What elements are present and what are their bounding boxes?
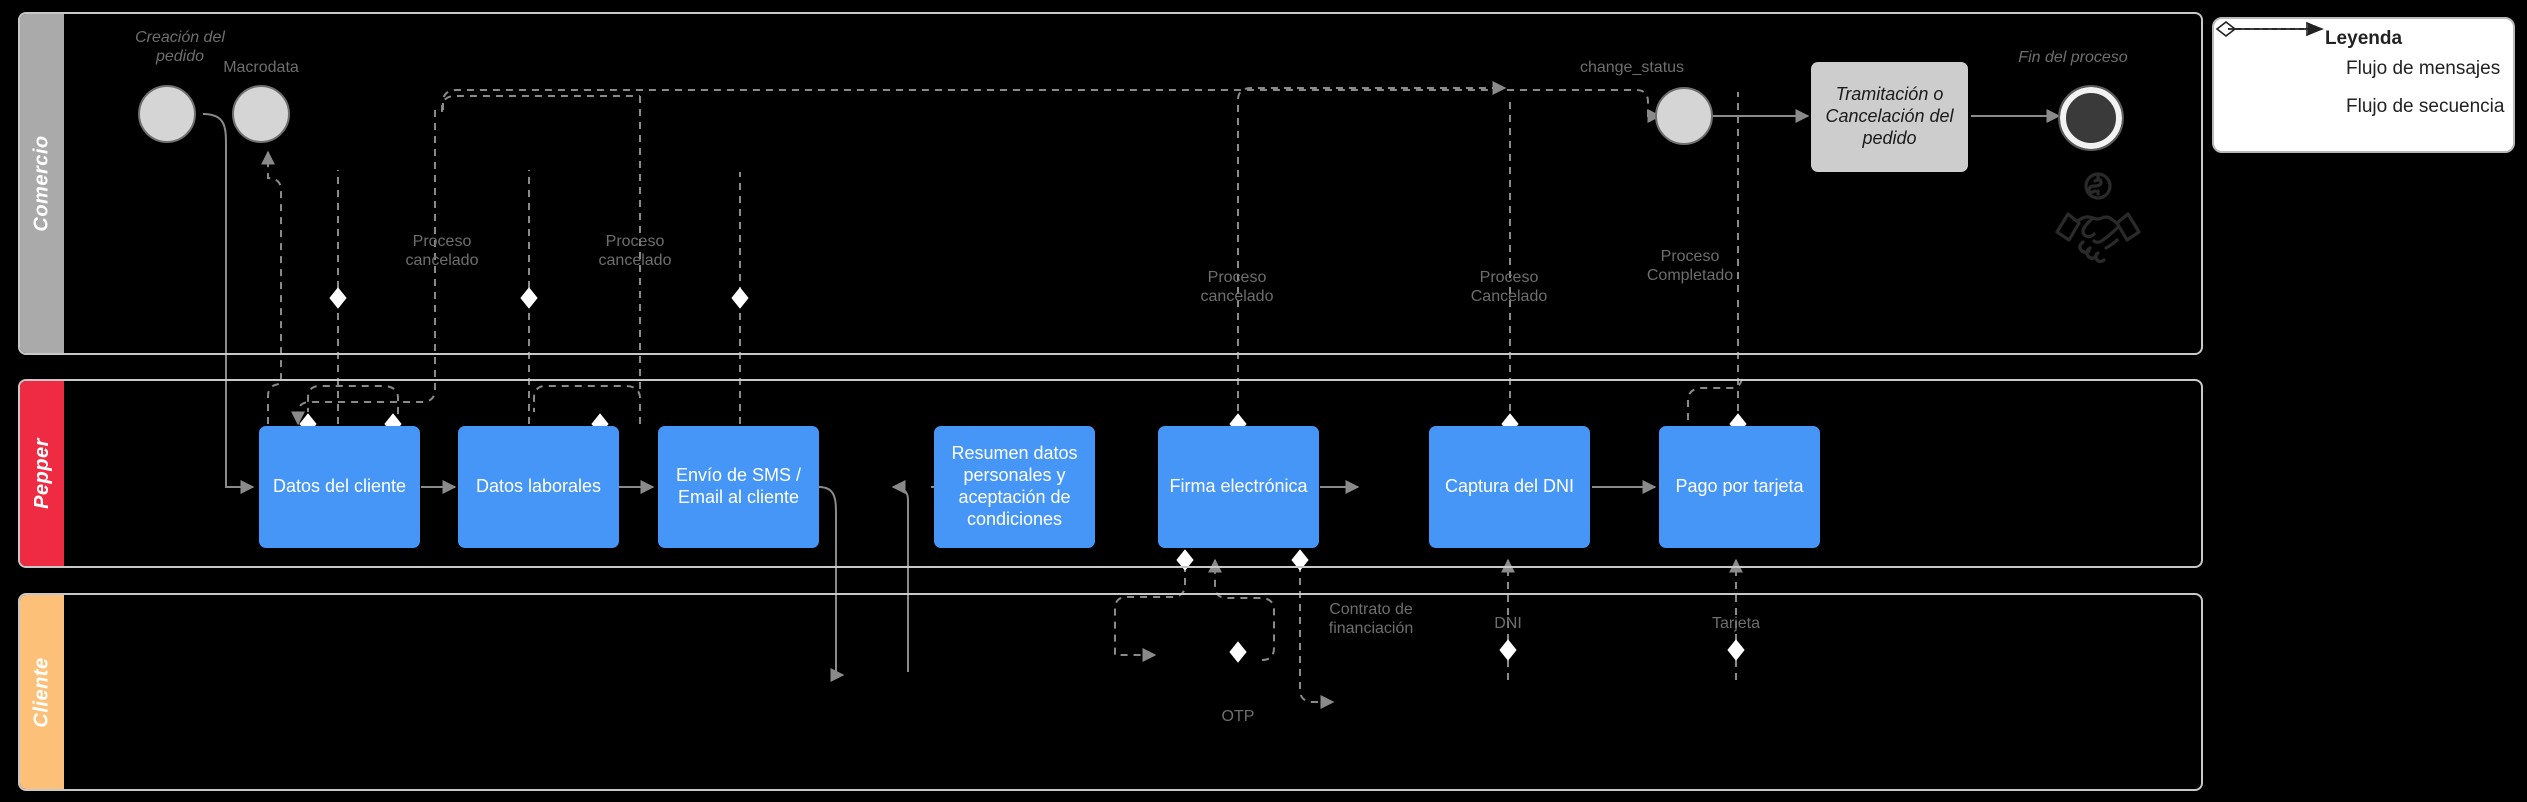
message-diamonds [299, 287, 1747, 663]
msg-diamond [1727, 639, 1745, 661]
msg-contrato-financiacion [1299, 552, 1335, 709]
msg-diamond [1499, 639, 1517, 661]
macrodata-event[interactable] [232, 85, 290, 143]
seq-cliente-to-resumen [891, 480, 909, 672]
creacion-pedido-event[interactable] [138, 85, 196, 143]
legend-message-flow-label: Flujo de mensajes [2346, 58, 2501, 79]
seq-sms-to-cliente [818, 486, 845, 682]
legend-panel: Leyenda Flujo de mensajes Flujo de secue… [2212, 17, 2515, 153]
msg-diamond [329, 287, 347, 309]
msg-diamond [520, 287, 538, 309]
change-status-event[interactable] [1655, 87, 1713, 145]
legend-item-sequence-flow: Flujo de secuencia [2214, 23, 2513, 126]
tarjeta-label: Tarjeta [1711, 615, 1761, 632]
msg-diamond [1176, 549, 1194, 571]
msg-comercio-to-datos-cliente [291, 110, 436, 426]
msg-fork-2 [533, 385, 641, 424]
msg-label-cancelado-3: Proceso cancelado [1200, 269, 1274, 306]
msg-label-cancelado-1: Proceso cancelado [405, 233, 479, 270]
handshake-icon [2043, 170, 2153, 265]
task-datos-laborales[interactable]: Datos laborales [458, 426, 619, 548]
lane-cliente-label: Cliente [30, 656, 53, 728]
task-captura-dni[interactable]: Captura del DNI [1429, 426, 1590, 548]
lane-pepper-label: Pepper [30, 438, 53, 509]
msg-rail-to-changestatus [442, 89, 1662, 123]
msg-diamond [731, 287, 749, 309]
creacion-pedido-label: Creación del pedido [135, 29, 225, 66]
msg-diamond [1229, 641, 1247, 663]
task-envio-sms-email[interactable]: Envío de SMS / Email al cliente [658, 426, 819, 548]
lane-cliente-band: Cliente [20, 595, 64, 789]
lane-pepper: Pepper [18, 379, 2203, 568]
legend-title: Leyenda [2324, 28, 2403, 49]
contrato-financiacion-label: Contrato de financiación [1328, 601, 1414, 638]
tramitacion-task[interactable]: Tramitación o Cancelación del pedido [1811, 62, 1968, 172]
lane-comercio-band: Comercio [20, 14, 64, 353]
task-resumen-datos[interactable]: Resumen datos personales y aceptación de… [934, 426, 1095, 548]
otp-label: OTP [1221, 708, 1255, 725]
seq-creacion-to-datos-cliente [202, 113, 255, 494]
msg-label-completado: Proceso Completado [1646, 248, 1734, 285]
task-firma-electronica[interactable]: Firma electrónica [1158, 426, 1319, 548]
lane-pepper-band: Pepper [20, 381, 64, 566]
task-pago-por-tarjeta[interactable]: Pago por tarjeta [1659, 426, 1820, 548]
legend-sequence-flow-label: Flujo de secuencia [2346, 96, 2505, 117]
legend-item-message-flow: Flujo de mensajes [2214, 20, 2513, 88]
msg-firma-to-changestatus [1237, 81, 1507, 424]
change-status-label: change_status [1579, 59, 1685, 76]
msg-fork-1 [307, 385, 399, 414]
macrodata-label: Macrodata [223, 59, 299, 76]
msg-to-macrodata [261, 150, 282, 424]
lane-cliente: Cliente [18, 593, 2203, 791]
dni-label: DNI [1494, 615, 1522, 632]
msg-label-cancelado-2: Proceso cancelado [598, 233, 672, 270]
lane-comercio: Comercio [18, 12, 2203, 355]
lane-comercio-label: Comercio [30, 135, 53, 232]
task-datos-del-cliente[interactable]: Datos del cliente [259, 426, 420, 548]
msg-diamond [1291, 549, 1309, 571]
fin-proceso-label: Fin del proceso [2018, 49, 2128, 66]
msg-label-cancelado-4: Proceso Cancelado [1470, 269, 1548, 306]
fin-proceso-event[interactable] [2058, 85, 2124, 151]
